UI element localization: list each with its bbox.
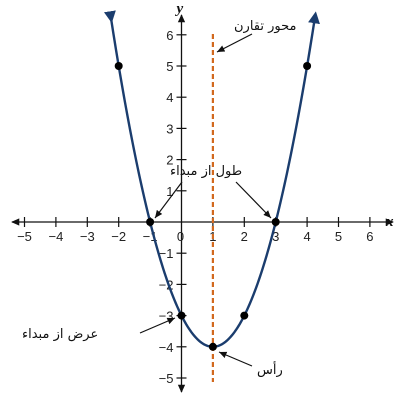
x-tick-label: 3: [272, 229, 279, 244]
vertex-pointer: [218, 351, 253, 367]
data-point: [240, 311, 249, 320]
x-intercept-left-pointer: [154, 181, 183, 219]
y-intercept-pointer: [139, 317, 176, 334]
y-tick-label: 4: [166, 90, 173, 105]
x-tick-label: 5: [335, 229, 342, 244]
data-point: [114, 62, 123, 70]
y-tick-label: 2: [166, 153, 173, 168]
x-intercept-right-pointer: [235, 181, 272, 219]
y-tick-label: 5: [166, 59, 173, 74]
x-tick-label: −5: [17, 229, 32, 244]
data-point: [303, 62, 312, 70]
axis-of-symmetry-pointer: [216, 33, 253, 53]
x-tick-label: 4: [303, 229, 310, 244]
x-tick-label: −4: [48, 229, 63, 244]
data-points: [114, 62, 312, 351]
annotations: محور تقارن طول از مبداء عرض از مبداء رأس: [22, 19, 296, 378]
data-point: [177, 311, 186, 320]
y-tick-label: 3: [166, 121, 173, 136]
x-axis-ticks: −5−4−3−2−10123456: [17, 217, 374, 244]
data-point: [271, 218, 280, 226]
data-point: [208, 342, 217, 351]
y-intercept-annotation: عرض از مبداء: [22, 327, 98, 342]
x-tick-label: 0: [177, 229, 184, 244]
y-tick-label: −4: [159, 340, 174, 355]
x-tick-label: −3: [80, 229, 95, 244]
y-axis-label: y: [175, 1, 184, 17]
x-tick-label: 2: [241, 229, 248, 244]
data-point: [146, 218, 155, 226]
vertex-annotation: رأس: [257, 361, 283, 378]
y-tick-label: 1: [166, 184, 173, 199]
x-intercepts-annotation: طول از مبداء: [170, 164, 242, 179]
x-tick-label: 6: [366, 229, 373, 244]
y-tick-label: −5: [159, 371, 174, 386]
y-tick-label: −1: [159, 246, 174, 261]
x-axis-label: x: [385, 214, 394, 230]
axis-of-symmetry-annotation: محور تقارن: [234, 19, 296, 34]
y-tick-label: 6: [166, 28, 173, 43]
x-tick-label: −2: [111, 229, 126, 244]
